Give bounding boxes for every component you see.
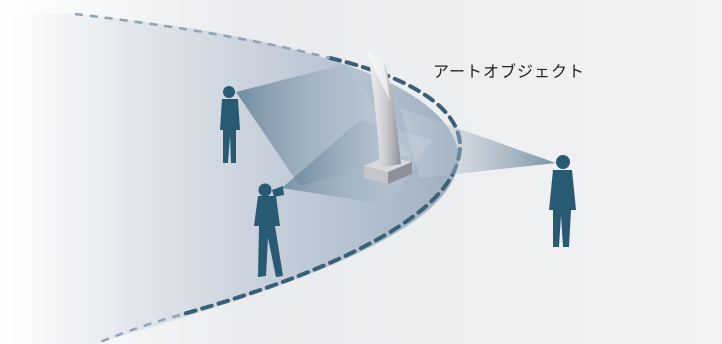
viewing-zone-boundary-faint-top <box>74 12 331 60</box>
viewing-zone-boundary-faint-bottom <box>94 313 181 344</box>
art-object-sculpture <box>364 52 412 184</box>
viewer-standing-left <box>220 86 240 163</box>
viewer-standing-right <box>549 155 576 247</box>
sculpture-column <box>368 52 401 168</box>
sculpture-facet <box>368 52 390 100</box>
sculpture-base-right <box>388 162 412 184</box>
art-object-label: アートオブジェクト <box>433 62 586 81</box>
sculpture-base-left <box>364 166 388 184</box>
viewer-photographing <box>254 183 284 277</box>
sight-cone-right-viewer <box>400 108 556 178</box>
